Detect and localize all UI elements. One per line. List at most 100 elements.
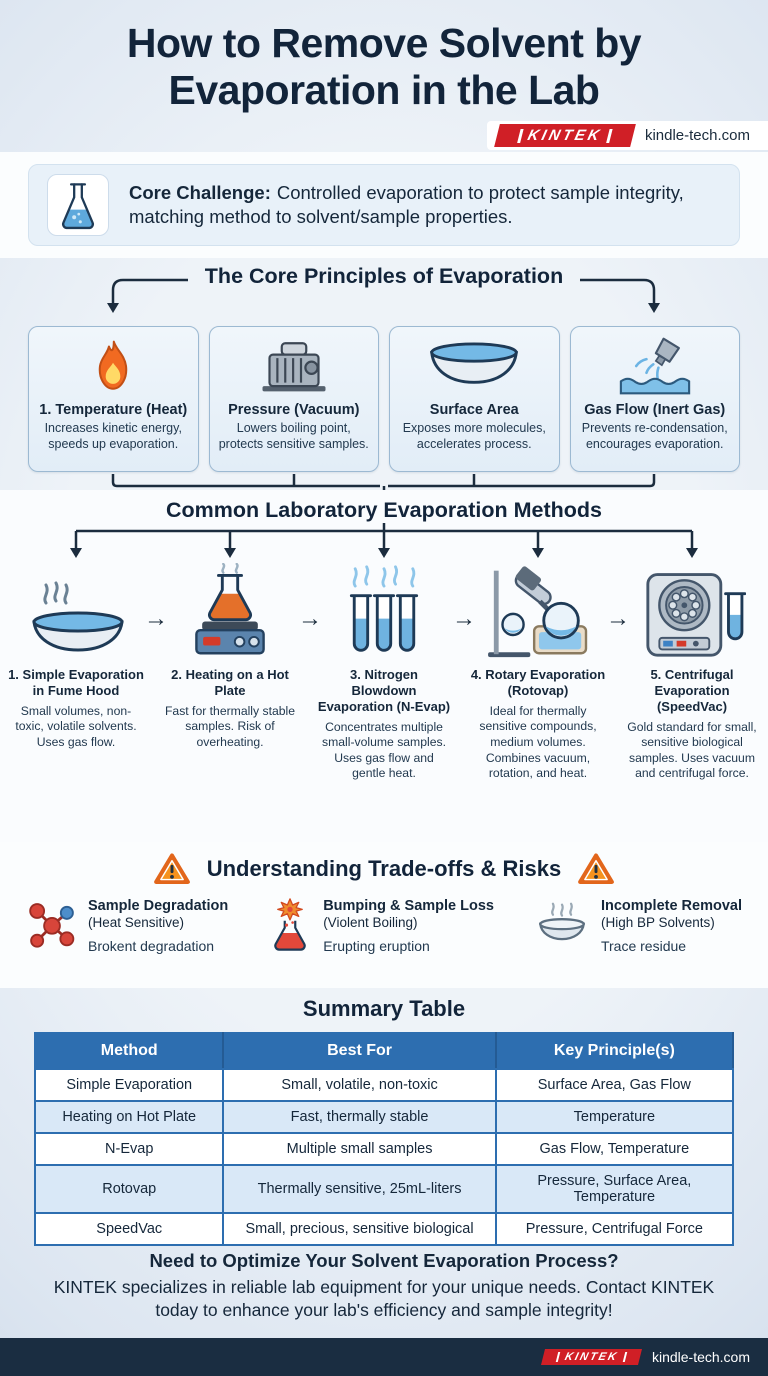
table-row: Heating on Hot Plate Fast, thermally sta…: [33, 1100, 735, 1134]
principles-header: The Core Principles of Evaporation: [0, 258, 768, 326]
risks-section: Understanding Trade-offs & Risks: [0, 842, 768, 988]
risk-incomplete-removal: Incomplete Removal (High BP Solvents) Tr…: [533, 898, 742, 954]
risk-subtitle: (Heat Sensitive): [88, 915, 185, 930]
table-header-row: Method Best For Key Principle(s): [33, 1032, 735, 1070]
logo-stripe: [622, 1352, 628, 1362]
method-desc: Gold standard for small, sensitive biolo…: [627, 719, 757, 781]
footer-headline: Need to Optimize Your Solvent Evaporatio…: [149, 1250, 619, 1271]
column-header: Method: [33, 1032, 225, 1070]
fume-hood-dish-icon: [8, 563, 144, 659]
connector-title-to-methods: [70, 523, 698, 558]
centrifuge-speedvac-icon: [624, 563, 760, 659]
cell-method: SpeedVac: [33, 1212, 225, 1246]
method-title: 2. Heating on a Hot Plate: [171, 667, 289, 698]
kintek-logo-text: KINTEK: [563, 1351, 620, 1363]
cell-method: Simple Evaporation: [33, 1068, 225, 1102]
method-hot-plate: 2. Heating on a Hot Plate Fast for therm…: [162, 563, 298, 782]
logo-stripe: [517, 128, 524, 143]
table-row: Rotovap Thermally sensitive, 25mL-liters…: [33, 1164, 735, 1214]
cell-method: N-Evap: [33, 1132, 225, 1166]
kintek-logo-text: KINTEK: [525, 127, 605, 145]
core-challenge-label: Core Challenge:: [129, 181, 271, 203]
risk-text: Sample Degradation (Heat Sensitive) Brok…: [88, 898, 228, 954]
methods-row: 1. Simple Evaporation in Fume Hood Small…: [0, 563, 768, 782]
method-centrifugal-evaporation: 5. Centrifugal Evaporation (SpeedVac) Go…: [624, 563, 760, 782]
method-title: 4. Rotary Evaporation (Rotovap): [470, 667, 606, 698]
risk-title: Sample Degradation: [88, 898, 229, 914]
logo-stripe: [555, 1352, 561, 1362]
bumping-flask-icon: [267, 898, 313, 954]
logo-stripe: [606, 128, 613, 143]
method-desc: Ideal for thermally sensitive compounds,…: [479, 703, 597, 781]
principle-card-desc: Exposes more molecules, accelerates proc…: [402, 421, 546, 451]
column-header: Best For: [222, 1032, 497, 1070]
method-desc: Concentrates multiple small-volume sampl…: [322, 719, 446, 781]
cell-best-for: Small, volatile, non-toxic: [222, 1068, 497, 1102]
right-arrow-icon: →: [452, 605, 476, 632]
principle-card-surface-area: Surface Area Exposes more molecules, acc…: [389, 326, 560, 472]
risk-sample-degradation: Sample Degradation (Heat Sensitive) Brok…: [26, 898, 228, 954]
principle-card-desc: Lowers boiling point, protects sensitive…: [218, 421, 369, 451]
column-header: Key Principle(s): [494, 1032, 735, 1070]
residue-dish-icon: [533, 898, 591, 954]
summary-table: Method Best For Key Principle(s) Simple …: [33, 1032, 735, 1246]
cell-principles: Pressure, Centrifugal Force: [494, 1212, 735, 1246]
principle-card-desc: Prevents re-condensation, encourages eva…: [581, 421, 728, 451]
method-title: 1. Simple Evaporation in Fume Hood: [8, 667, 144, 698]
cell-best-for: Small, precious, sensitive biological: [222, 1212, 497, 1246]
hot-plate-flask-icon: [162, 563, 298, 659]
principles-title: The Core Principles of Evaporation: [204, 264, 564, 288]
warning-triangle-icon: [578, 853, 615, 884]
principle-card-title: Surface Area: [429, 402, 519, 418]
principle-card-gas-flow: Gas Flow (Inert Gas) Prevents re-condens…: [569, 326, 740, 472]
footer-cta-section: Need to Optimize Your Solvent Evaporatio…: [0, 1246, 768, 1338]
method-desc: Fast for thermally stable samples. Risk …: [164, 703, 296, 749]
risks-header: Understanding Trade-offs & Risks: [26, 852, 742, 886]
flask-tile: [47, 174, 109, 236]
risk-desc: Erupting eruption: [323, 938, 430, 954]
principle-card-desc: Increases kinetic energy, speeds up evap…: [44, 421, 182, 451]
table-row: SpeedVac Small, precious, sensitive biol…: [33, 1212, 735, 1246]
principle-card-title: Pressure (Vacuum): [228, 402, 360, 418]
flame-icon: [35, 335, 192, 397]
brand-strip: KINTEK kindle-tech.com: [487, 121, 768, 151]
risk-bumping: Bumping & Sample Loss (Violent Boiling) …: [267, 898, 494, 954]
vacuum-pump-icon: [216, 335, 373, 397]
risk-text: Bumping & Sample Loss (Violent Boiling) …: [323, 898, 494, 954]
rotary-evaporator-icon: [470, 563, 606, 659]
risk-items-row: Sample Degradation (Heat Sensitive) Brok…: [26, 898, 742, 954]
risk-title: Bumping & Sample Loss: [323, 898, 494, 914]
method-rotary-evaporation: 4. Rotary Evaporation (Rotovap) Ideal fo…: [470, 563, 606, 782]
method-desc: Small volumes, non-toxic, volatile solve…: [15, 703, 137, 749]
molecule-degradation-icon: [26, 898, 78, 954]
core-challenge-section: Core Challenge:Controlled evaporation to…: [0, 152, 768, 258]
principle-card-title: Gas Flow (Inert Gas): [584, 402, 726, 418]
methods-title: Common Laboratory Evaporation Methods: [165, 498, 602, 522]
method-nitrogen-blowdown: 3. Nitrogen Blowdown Evaporation (N-Evap…: [316, 563, 452, 782]
risk-subtitle: (Violent Boiling): [323, 915, 418, 930]
summary-section: Summary Table Method Best For Key Princi…: [0, 988, 768, 1246]
cell-principles: Temperature: [494, 1100, 735, 1134]
risk-title: Incomplete Removal: [600, 898, 742, 914]
principle-cards-row: 1. Temperature (Heat) Increases kinetic …: [0, 326, 768, 472]
risks-title: Understanding Trade-offs & Risks: [206, 856, 562, 881]
right-arrow-icon: →: [298, 605, 322, 632]
method-title: 5. Centrifugal Evaporation (SpeedVac): [650, 667, 734, 714]
table-row: N-Evap Multiple small samples Gas Flow, …: [33, 1132, 735, 1166]
brand-row: KINTEK kindle-tech.com: [0, 121, 768, 151]
table-row: Simple Evaporation Small, volatile, non-…: [33, 1068, 735, 1102]
principle-card-temperature: 1. Temperature (Heat) Increases kinetic …: [28, 326, 199, 472]
header-section: How to Remove Solvent by Evaporation in …: [0, 0, 768, 152]
cell-principles: Pressure, Surface Area, Temperature: [494, 1164, 735, 1214]
core-challenge-body: Controlled evaporation to protect sample…: [129, 181, 684, 227]
risk-subtitle: (High BP Solvents): [600, 915, 715, 930]
erlenmeyer-flask-icon: [62, 183, 94, 230]
cell-best-for: Fast, thermally stable: [222, 1100, 497, 1134]
warning-triangle-icon: [153, 853, 190, 884]
cell-method: Heating on Hot Plate: [33, 1100, 225, 1134]
core-challenge-box: Core Challenge:Controlled evaporation to…: [28, 164, 740, 246]
core-challenge-text: Core Challenge:Controlled evaporation to…: [129, 181, 721, 229]
risk-desc: Trace residue: [600, 938, 687, 954]
gas-nozzle-icon: [577, 335, 734, 397]
